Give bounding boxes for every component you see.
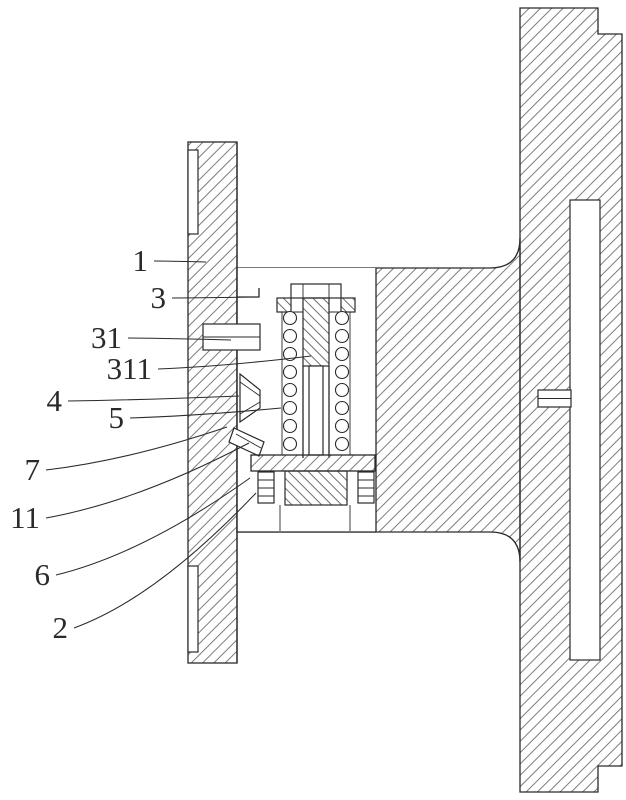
flange-relief-bottom bbox=[187, 565, 199, 653]
left-flange-group bbox=[187, 141, 238, 664]
inner-rod bbox=[308, 365, 324, 456]
part-label-11: 11 bbox=[10, 500, 40, 535]
bolt-left-threads bbox=[258, 479, 274, 497]
funnel-inner-lines bbox=[239, 381, 261, 415]
cap-tab-right bbox=[340, 297, 356, 313]
bottom-block bbox=[284, 470, 348, 506]
web-group bbox=[236, 237, 521, 563]
lower-cavity-walls bbox=[279, 505, 351, 531]
part-label-1: 1 bbox=[133, 243, 149, 278]
leader-line-4 bbox=[67, 395, 240, 402]
shaft-311 bbox=[302, 297, 330, 367]
leader-line-2 bbox=[73, 492, 257, 629]
cap-top bbox=[290, 283, 342, 299]
washer-inner-line bbox=[235, 433, 262, 449]
leader-line-1 bbox=[153, 260, 207, 263]
mechanism-group bbox=[202, 283, 376, 531]
part-label-6: 6 bbox=[35, 557, 51, 592]
spring-right bbox=[334, 310, 350, 452]
part-label-3: 3 bbox=[151, 280, 167, 315]
part-label-311: 311 bbox=[107, 351, 152, 386]
bolt-right-threads bbox=[358, 479, 374, 497]
part-label-4: 4 bbox=[47, 383, 63, 418]
part-label-7: 7 bbox=[25, 452, 41, 487]
bottom-bar-6 bbox=[250, 454, 376, 472]
leader-line-3 bbox=[171, 296, 258, 299]
part-label-31: 31 bbox=[91, 320, 122, 355]
part-label-2: 2 bbox=[53, 610, 69, 645]
spring-left bbox=[282, 310, 298, 452]
flange-relief-top bbox=[187, 149, 199, 235]
bolt-left-2 bbox=[257, 471, 275, 504]
leader-line-11 bbox=[45, 442, 250, 519]
leader-line-31 bbox=[127, 337, 232, 341]
bolt-right bbox=[357, 471, 375, 504]
cap-tab-left bbox=[276, 297, 292, 313]
leader-line-7 bbox=[45, 426, 228, 471]
part-label-5: 5 bbox=[109, 400, 125, 435]
leader-line-5 bbox=[129, 407, 282, 419]
leader-line-311 bbox=[157, 355, 312, 370]
right-plate-group bbox=[519, 7, 623, 793]
leader-line-6 bbox=[55, 477, 251, 576]
plate-slot bbox=[569, 199, 601, 661]
